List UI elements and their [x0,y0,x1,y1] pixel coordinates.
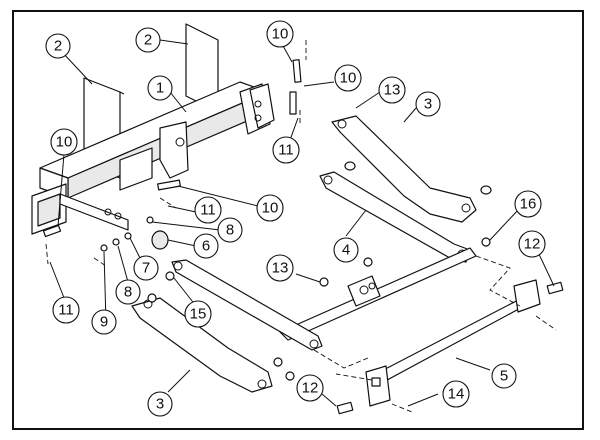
callout-c9: 9 [91,309,117,335]
callout-c10d: 10 [256,194,284,222]
callout-label: 12 [302,380,319,397]
callout-label: 9 [100,314,108,331]
callout-c11c: 11 [52,296,80,324]
callout-label: 10 [262,200,279,217]
callout-label: 8 [226,222,234,239]
callout-label: 13 [272,260,289,277]
callout-c7: 7 [133,255,159,281]
callout-label: 2 [54,38,62,55]
callout-label: 3 [424,96,432,113]
callout-label: 6 [202,238,210,255]
callout-c16: 16 [514,190,542,218]
callout-c2a: 2 [45,33,71,59]
callout-label: 11 [200,202,216,219]
lift-arm-upper [331,115,477,223]
leader-lines [49,39,555,407]
callout-c3b: 3 [147,391,173,417]
callout-label: 8 [124,284,132,301]
callout-label: 7 [142,260,150,277]
receiver-frame [31,81,275,235]
callout-c11b: 11 [194,196,222,224]
callout-c10b: 10 [334,64,362,92]
callout-label: 15 [190,306,207,323]
callout-c10a: 10 [266,20,294,48]
callout-c13b: 13 [266,254,294,282]
callout-label: 5 [500,368,508,385]
base-bar [365,279,557,413]
callout-label: 3 [156,396,164,413]
callout-c2b: 2 [135,27,161,53]
callout-c3a: 3 [415,91,441,117]
callout-c1: 1 [147,75,173,101]
callout-label: 10 [272,26,289,43]
callout-c6: 6 [193,233,219,259]
callout-c5: 5 [491,363,517,389]
callout-c15: 15 [184,300,212,328]
lift-cross-bar [171,247,477,351]
hidden-lines [313,255,521,381]
callout-c13a: 13 [378,76,406,104]
callout-label: 10 [56,134,73,151]
callout-c8a: 8 [217,217,243,243]
callout-c10c: 10 [50,128,78,156]
callout-label: 11 [58,302,74,319]
callout-label: 1 [156,80,164,97]
callout-label: 12 [524,236,541,253]
callout-label: 13 [384,82,401,99]
callout-c11a: 11 [272,136,300,164]
callout-c8b: 8 [115,279,141,305]
callout-label: 16 [520,196,537,213]
callout-c4: 4 [333,237,359,263]
callout-label: 2 [144,32,152,49]
callout-label: 11 [278,142,294,159]
callout-label: 14 [448,386,465,403]
callout-label: 4 [342,242,350,259]
callout-label: 10 [340,70,357,87]
callout-c12a: 12 [518,230,546,258]
callout-c12b: 12 [296,374,324,402]
pin-set-upper [289,40,307,124]
callout-c14: 14 [442,380,470,408]
